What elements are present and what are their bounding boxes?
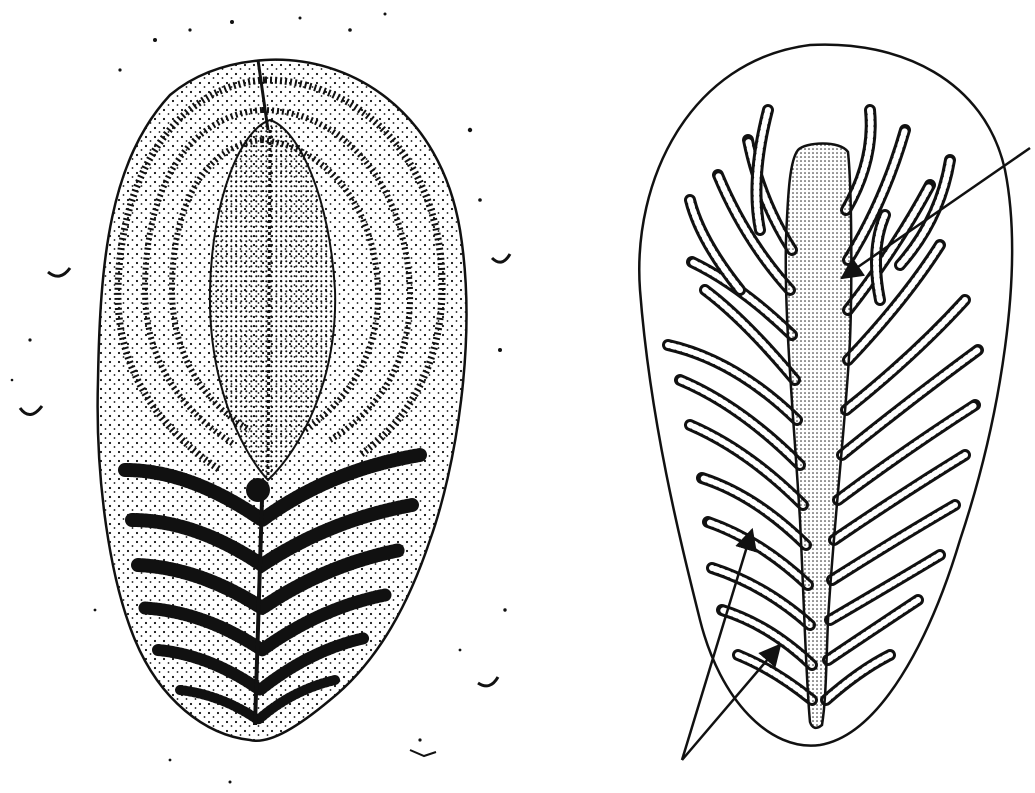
fossil-holdfast-mark <box>246 478 270 502</box>
arrow-to-branch-lower <box>682 645 780 760</box>
fossil-specimen-drawing <box>11 13 510 784</box>
interpretive-diagram <box>639 45 1030 760</box>
diagram-central-stalk <box>786 144 852 728</box>
diagram-branch-beads <box>834 455 965 540</box>
diagram-branch-beads <box>832 505 955 580</box>
